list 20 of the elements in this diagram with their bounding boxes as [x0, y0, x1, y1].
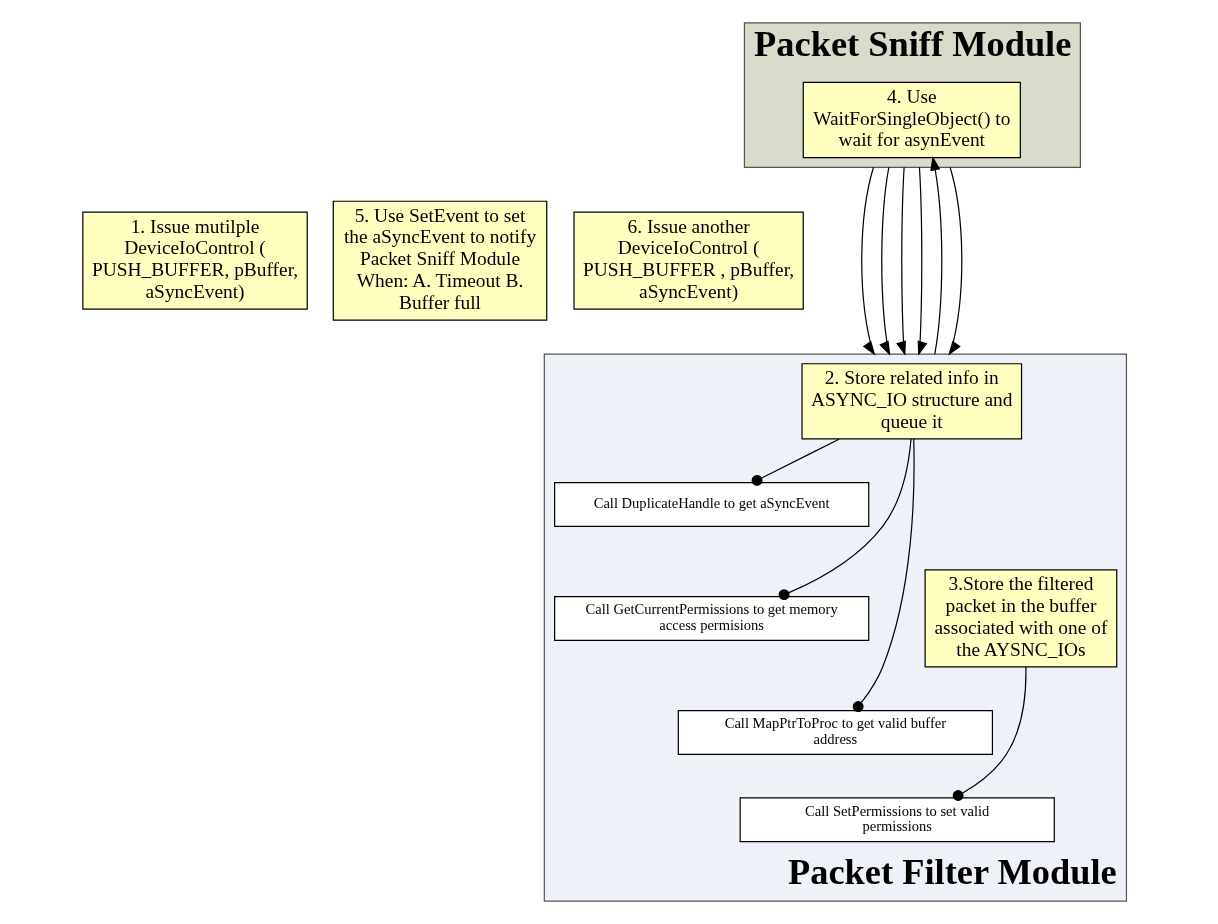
node-box: Call SetPermissions to set valid permissions — [739, 797, 1055, 843]
arrow — [860, 166, 875, 356]
arrow — [929, 155, 942, 355]
connector — [751, 438, 840, 486]
arrow — [895, 166, 906, 356]
connector — [852, 438, 915, 712]
node-box: 6. Issue another DeviceIoControl ( PUSH_BUFFER , pBuffer, aSyncEvent) — [572, 211, 804, 310]
node-box: 2. Store related info in ASYNC_IO structure and queue it — [800, 363, 1022, 440]
node-box: Call DuplicateHandle to get aSyncEvent — [553, 482, 869, 527]
arrow — [917, 166, 927, 356]
node-box: 4. Use WaitForSingleObject() to wait for asynEvent — [802, 81, 1021, 159]
node-box: Call MapPtrToProc to get valid buffer address — [677, 710, 993, 755]
node-box: 3.Store the filtered packet in the buffer associated with one of the AYSNC_IOs — [924, 569, 1117, 668]
arrow — [947, 166, 962, 356]
arrow — [878, 166, 890, 356]
node-box: Call GetCurrentPermissions to get memory access permisions — [553, 596, 869, 641]
connector — [952, 666, 1027, 801]
connector — [778, 438, 912, 601]
node-box: 1. Issue mutilple DeviceIoControl ( PUSH_BUFFER, pBuffer, aSyncEvent) — [81, 211, 308, 310]
node-box: 5. Use SetEvent to set the aSyncEvent to notify Packet Sniff Module When: A. Timeout B. Buffer full — [332, 200, 547, 321]
